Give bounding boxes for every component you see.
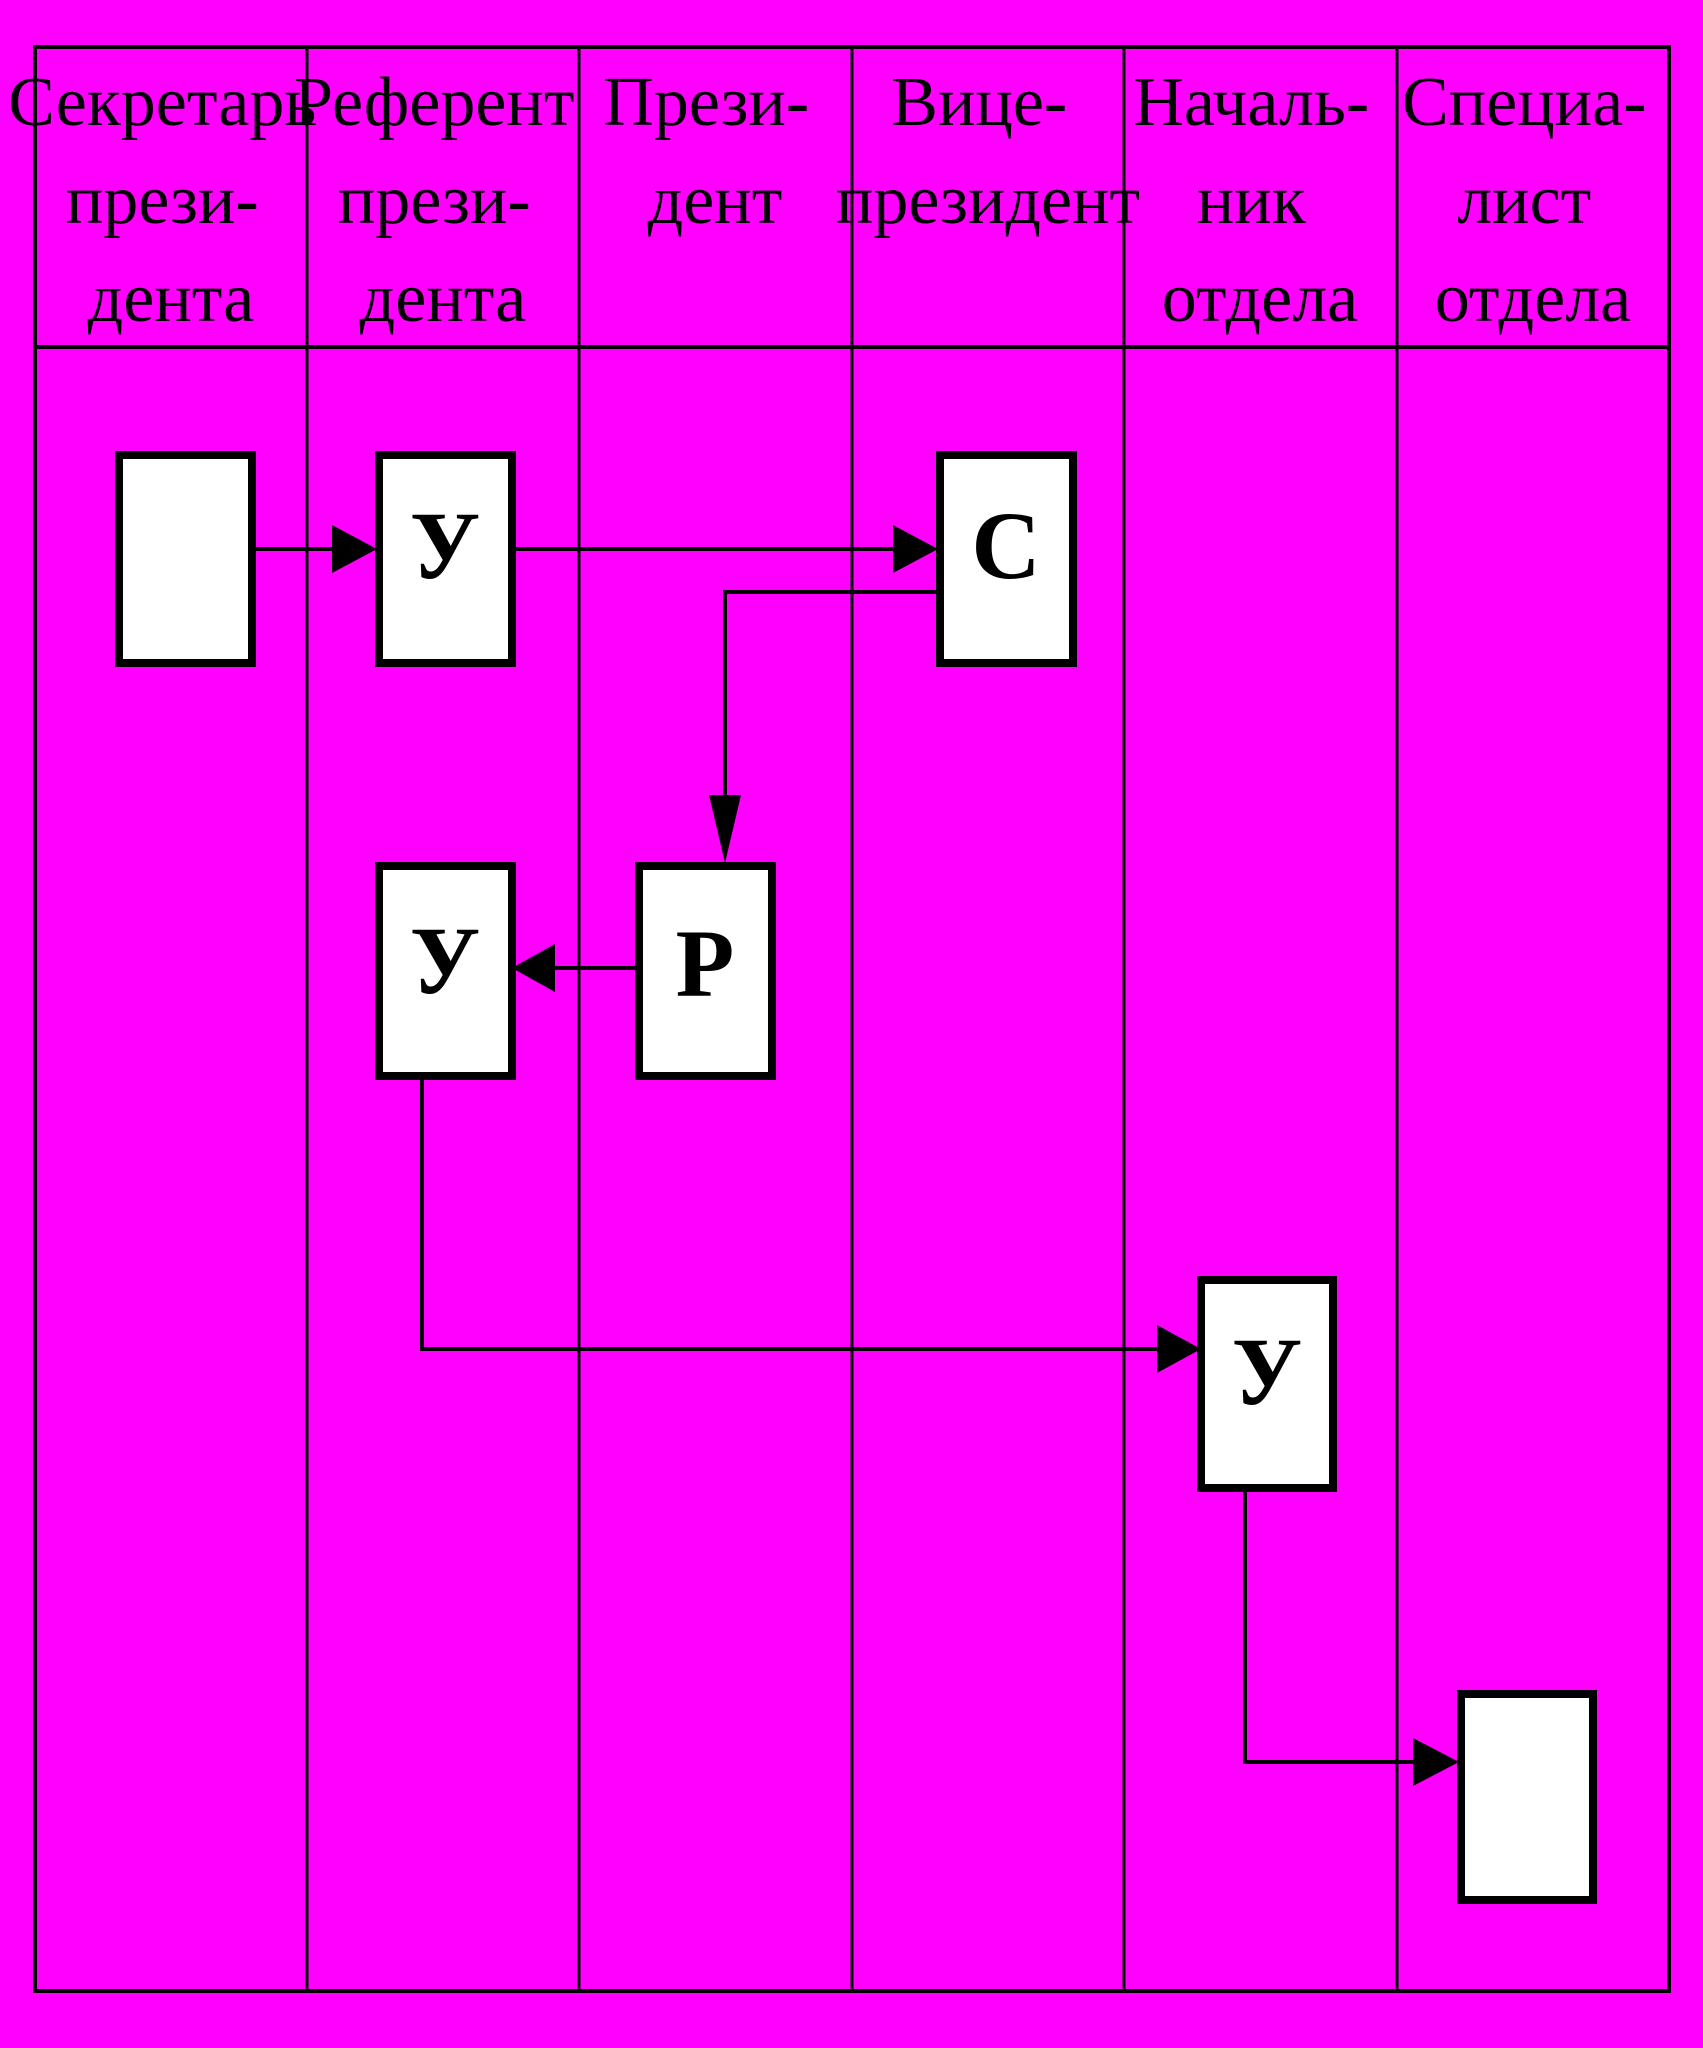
lane-header-line: лист bbox=[1457, 162, 1591, 239]
activity-box-b3: С bbox=[936, 451, 1077, 667]
arrowhead bbox=[709, 795, 741, 863]
activity-box-frame bbox=[375, 451, 516, 667]
activity-box-frame bbox=[115, 451, 256, 667]
lane-header-line: отдела bbox=[1435, 260, 1631, 337]
lane-header-line: отдела bbox=[1162, 260, 1358, 337]
activity-box-b1 bbox=[115, 451, 256, 667]
activity-box-b2: У bbox=[375, 451, 516, 667]
lane-header-dept-head: Началь- ник отдела bbox=[1133, 64, 1386, 337]
lane-header-line: Специа- bbox=[1402, 64, 1647, 141]
flow-arrow-b3-b4 bbox=[723, 590, 938, 795]
lane-header-line: дент bbox=[648, 162, 783, 239]
activity-box-frame bbox=[1457, 1690, 1597, 1904]
activity-box-frame bbox=[375, 862, 516, 1080]
lane-header-line: прези- bbox=[338, 162, 531, 239]
lane-header-line: Началь- bbox=[1133, 64, 1369, 141]
lane-header-dept-specialist: Специа- лист отдела bbox=[1402, 64, 1664, 337]
lane-header-line: прези- bbox=[66, 162, 259, 239]
activity-box-b5: У bbox=[375, 862, 516, 1080]
lane-header-line: Вице- bbox=[891, 64, 1067, 141]
activity-box-frame bbox=[1197, 1276, 1337, 1492]
activity-boxes: У С Р У У bbox=[115, 451, 1597, 1904]
lane-header-line: дента bbox=[88, 260, 255, 337]
activity-box-label: С bbox=[971, 492, 1040, 599]
arrowhead bbox=[512, 944, 555, 992]
flow-connectors bbox=[252, 525, 1459, 1786]
activity-box-label: У bbox=[410, 492, 480, 599]
lane-header-line: Секретарь bbox=[8, 64, 316, 141]
lane-header-vice-president: Вице- президент bbox=[836, 64, 1140, 239]
arrowhead bbox=[1413, 1738, 1459, 1786]
lane-header-line: президент bbox=[836, 162, 1140, 239]
activity-box-label: Р bbox=[676, 910, 735, 1017]
activity-box-frame bbox=[635, 862, 776, 1080]
activity-box-label: У bbox=[1232, 1318, 1302, 1425]
flow-arrow-b5-b6 bbox=[420, 1077, 1157, 1351]
activity-box-frame bbox=[936, 451, 1077, 667]
lane-header-line: дента bbox=[360, 260, 527, 337]
lane-header-line: Референт bbox=[294, 64, 574, 141]
activity-box-b7 bbox=[1457, 1690, 1597, 1904]
lane-headers: Секретарь прези- дента Референт прези- д… bbox=[8, 64, 1664, 337]
lane-header-line: ник bbox=[1197, 162, 1307, 239]
arrowhead bbox=[893, 525, 938, 573]
activity-box-b6: У bbox=[1197, 1276, 1337, 1492]
lane-header-referent: Референт прези- дента bbox=[294, 64, 592, 337]
flow-arrow-b6-b7 bbox=[1243, 1488, 1413, 1764]
arrowhead bbox=[1157, 1325, 1201, 1373]
arrowhead bbox=[332, 525, 377, 573]
activity-box-label: У bbox=[410, 907, 480, 1014]
lane-dividers bbox=[305, 47, 1399, 1991]
lane-header-line: Прези- bbox=[603, 64, 809, 141]
activity-box-b4: Р bbox=[635, 862, 776, 1080]
lane-header-secretary: Секретарь прези- дента bbox=[8, 64, 334, 337]
lane-header-president: Прези- дент bbox=[603, 64, 826, 239]
